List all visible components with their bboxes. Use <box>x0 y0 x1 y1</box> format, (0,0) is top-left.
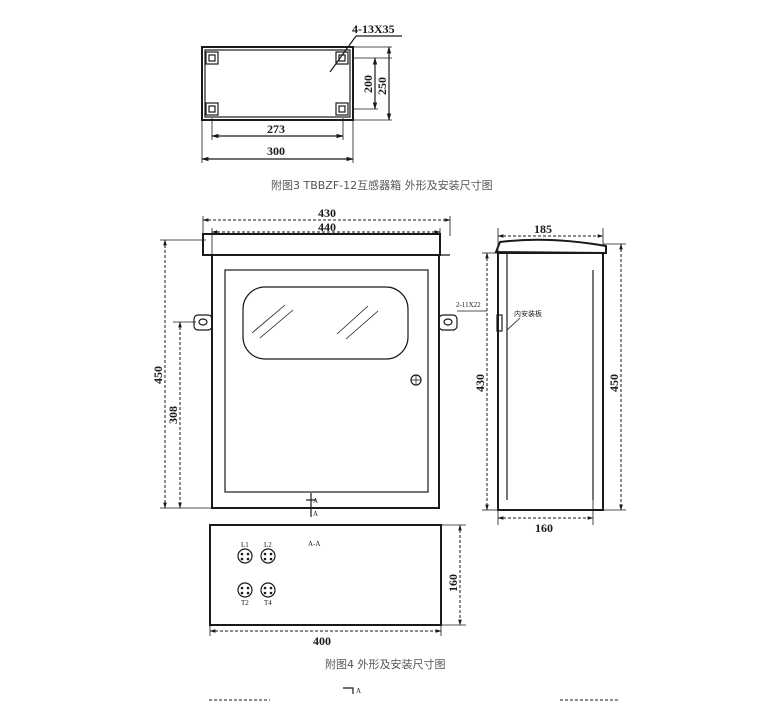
fig4-mount-hole-label: 2-11X22 <box>456 301 481 309</box>
fig4-terminal-label: L2 <box>264 541 272 549</box>
fig4-terminal-L2 <box>260 548 276 564</box>
fig4-glass-reflection <box>259 309 294 339</box>
fig4-dim-mount-height: 308 <box>166 406 180 424</box>
fig3-hole-leader <box>329 35 357 73</box>
fig4-terminal-label: T2 <box>241 599 249 607</box>
fig4-body <box>211 254 440 509</box>
fig4-dim-roof-width: 440 <box>318 220 336 234</box>
fig4-section-marker: A <box>313 510 318 518</box>
fig4-dim-body-width: 430 <box>318 206 336 220</box>
fig4-section-marker: A <box>313 497 318 505</box>
fig4-door <box>224 269 429 493</box>
fig4-glass-reflection <box>345 310 379 340</box>
fig4-side-body-height: 430 <box>473 374 487 392</box>
fig4-bottom-depth: 160 <box>446 574 460 592</box>
fig3-drawing: 4-13X35 273 300 200 250 附图3 TBBZF-12互感器箱… <box>201 22 493 192</box>
fig3-dim-outer-height: 250 <box>375 77 389 95</box>
fig3-inner-outline <box>204 49 351 118</box>
fig4-side-body <box>497 252 604 511</box>
fig3-dim-outer-width: 300 <box>267 144 285 158</box>
fig4-glass-reflection <box>251 304 286 334</box>
fig3-outline <box>201 46 354 121</box>
fig4-terminal-T2 <box>237 582 253 598</box>
fig4-side-total-height: 450 <box>607 374 621 392</box>
fig4-lock-icon <box>410 374 422 386</box>
fig5-section-marker: A <box>356 687 361 695</box>
fig4-side-depth-top: 185 <box>534 222 552 236</box>
fig4-glass-reflection <box>336 305 369 335</box>
fig4-terminal-T4 <box>260 582 276 598</box>
fig4-side-roof <box>494 238 607 255</box>
fig3-dim-inner-height: 200 <box>361 75 375 93</box>
fig4-front-view: 2-11X22 A A 430 440 450 308 <box>151 206 487 518</box>
fig4-side-depth-bottom: 160 <box>535 521 553 535</box>
fig4-section-label: A-A <box>308 540 320 548</box>
fig4-viewing-window <box>242 286 409 360</box>
fig4-plate-leader <box>506 317 521 331</box>
fig4-terminal-L1 <box>237 548 253 564</box>
fig3-hole-label: 4-13X35 <box>352 22 395 36</box>
fig4-bottom-outline <box>209 524 442 626</box>
fig4-bottom-view: A-A L1 L2 T2 T4 400 <box>209 524 466 648</box>
fig3-mounting-slot <box>335 102 349 116</box>
fig4-dim-total-height: 450 <box>151 366 165 384</box>
fig4-side-plate-label: 内安装板 <box>514 309 542 318</box>
fig4-mounting-ear <box>438 314 458 331</box>
fig5-section-marker-line <box>343 687 354 694</box>
fig3-mounting-slot <box>205 102 219 116</box>
fig3-caption: 附图3 TBBZF-12互感器箱 外形及安装尺寸图 <box>271 178 493 192</box>
next-drawing-fragment: A <box>209 687 618 701</box>
fig4-roof <box>202 233 441 256</box>
fig4-mounting-ear <box>193 314 213 331</box>
fig4-bottom-width: 400 <box>313 634 331 648</box>
fig4-side-view: 内安装板 185 160 430 450 <box>473 222 626 535</box>
fig3-dim-inner-width: 273 <box>267 122 285 136</box>
fig4-side-mounting-ear <box>496 314 503 332</box>
fig4-terminal-label: T4 <box>264 599 272 607</box>
fig4-terminal-label: L1 <box>241 541 249 549</box>
fig3-mounting-slot <box>205 51 219 65</box>
fig4-caption: 附图4 外形及安装尺寸图 <box>325 657 446 671</box>
